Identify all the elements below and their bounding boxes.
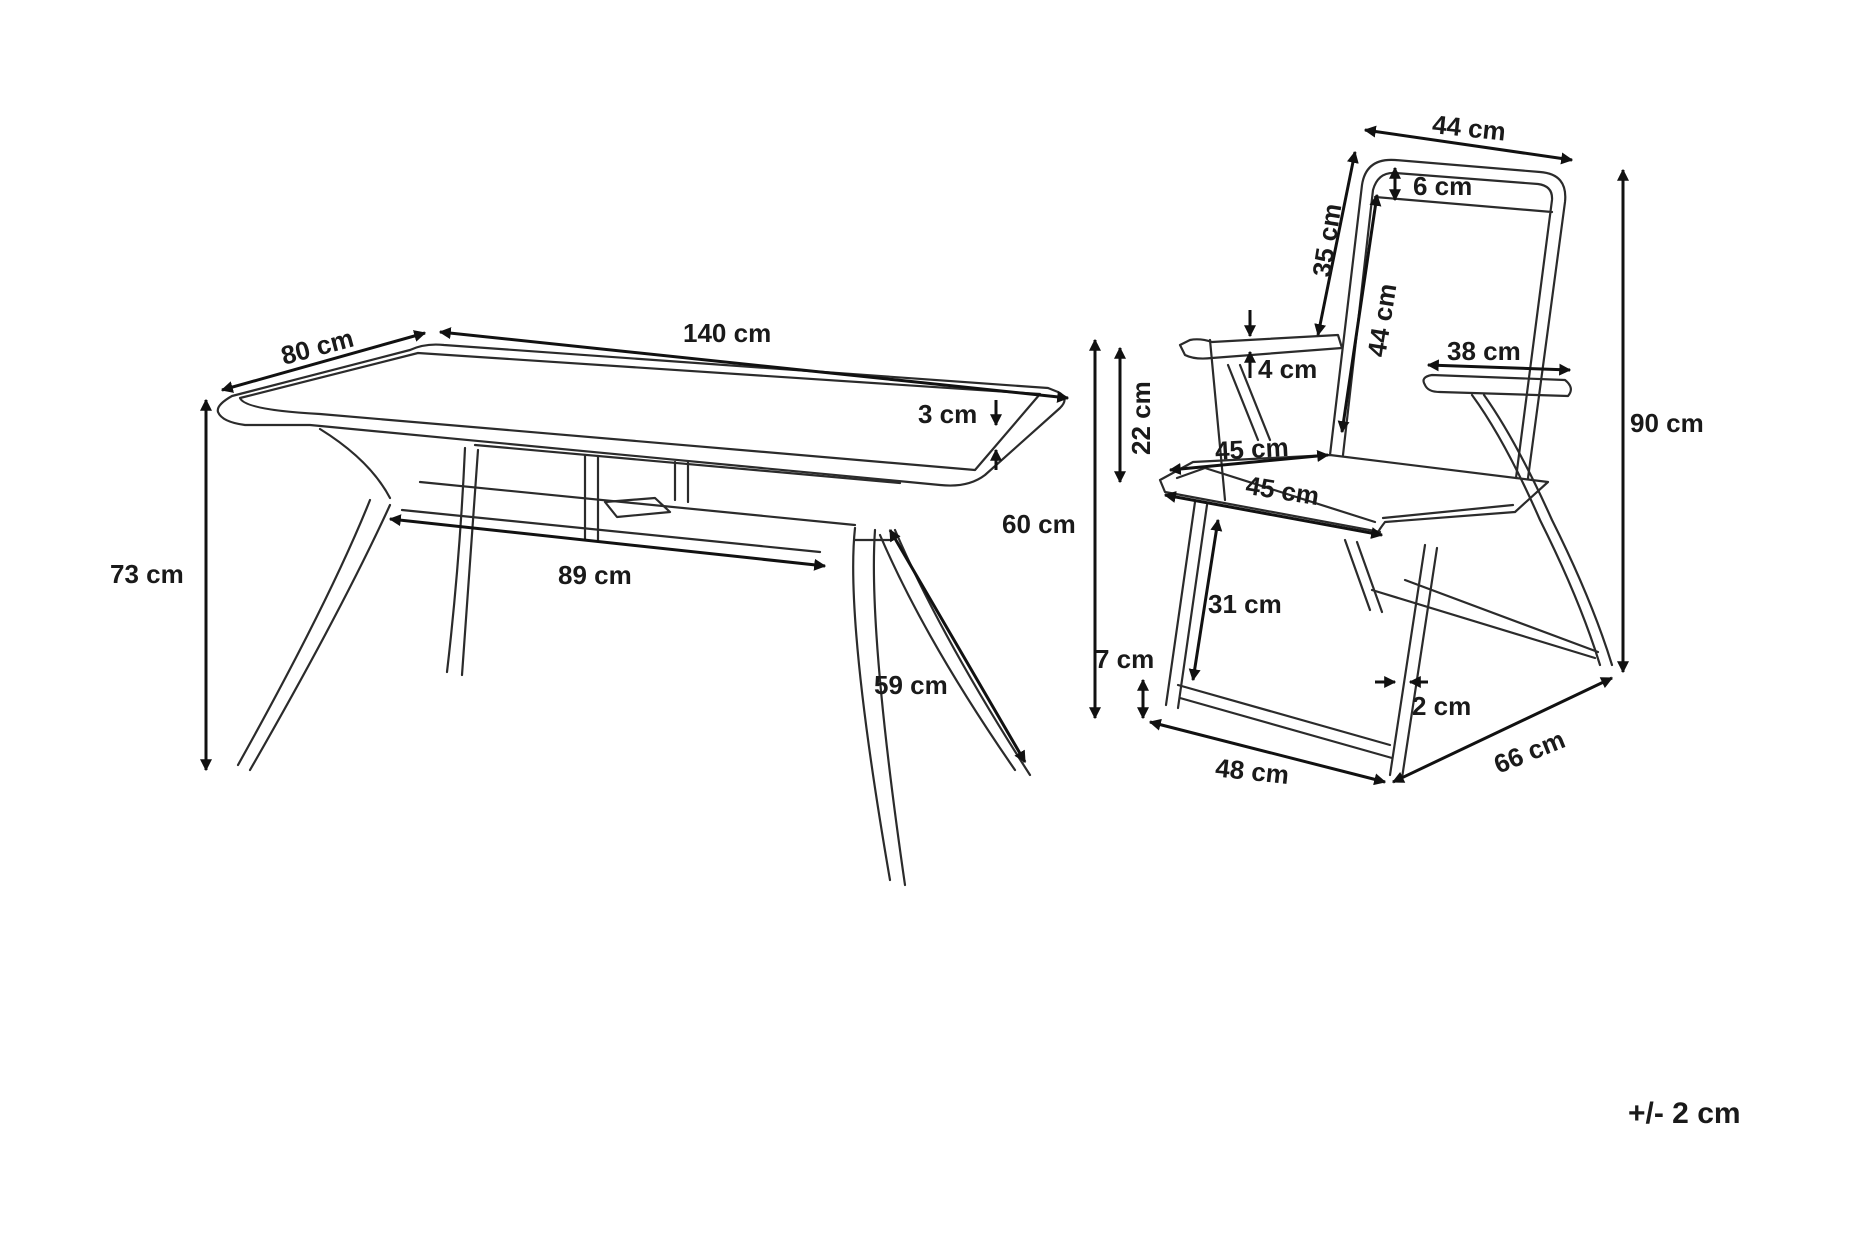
- dim-line-chair-armrest-length: [1426, 359, 1572, 376]
- label-tolerance: +/- 2 cm: [1628, 1097, 1741, 1130]
- dim-line-chair-back-width: [1363, 125, 1574, 165]
- dim-line-chair-base-depth: [1391, 676, 1614, 784]
- label-chair-base-width: 48 cm: [1214, 752, 1290, 790]
- label-table-length: 140 cm: [683, 318, 771, 348]
- chair-back-frame: [1328, 158, 1567, 480]
- dim-line-chair-seat-depth: [1168, 450, 1330, 475]
- label-table-top-thickness: 3 cm: [918, 399, 977, 429]
- chair-leg-front-left: [1164, 500, 1209, 710]
- table-top-inner: [238, 351, 1042, 472]
- label-chair-total-height: 90 cm: [1630, 408, 1704, 438]
- chair-drawing: [1089, 125, 1629, 786]
- chair-armrest-right: [1422, 373, 1572, 398]
- label-chair-tube: 2 cm: [1412, 691, 1471, 721]
- table-leg-front-right: [852, 526, 907, 887]
- label-chair-armrest-height: 22 cm: [1126, 381, 1156, 455]
- label-table-height: 73 cm: [110, 559, 184, 589]
- label-chair-seat-height: 60 cm: [1002, 509, 1076, 539]
- table-center-post: [583, 453, 690, 543]
- dim-line-table-leg: [888, 528, 1027, 764]
- dim-line-table-length: [438, 327, 1070, 403]
- table-drawing: [200, 327, 1070, 887]
- dim-line-chair-back-height: [1337, 193, 1382, 434]
- label-chair-armrest-thickness: 4 cm: [1258, 354, 1317, 384]
- label-chair-foot-bar: 7 cm: [1095, 644, 1154, 674]
- chair-seat-inner: [1175, 466, 1515, 524]
- label-chair-top-rail: 6 cm: [1413, 171, 1472, 201]
- table-leg-back-left: [445, 446, 480, 677]
- chair-leg-front-right: [1388, 543, 1439, 780]
- label-table-inner-span: 89 cm: [558, 560, 632, 590]
- dim-line-chair-seat-width: [1163, 491, 1384, 539]
- table-leg-back-right: [878, 528, 1032, 777]
- label-chair-seat-depth: 45 cm: [1214, 432, 1289, 466]
- dim-line-table-width: [220, 330, 427, 393]
- label-chair-seat-width: 45 cm: [1244, 470, 1322, 511]
- label-chair-armrest-length: 38 cm: [1447, 336, 1521, 366]
- table-frame: [318, 427, 902, 554]
- chair-back-frame-inner: [1341, 171, 1554, 480]
- dim-line-table-inner-span: [388, 514, 827, 571]
- label-chair-back-frame: 35 cm: [1306, 201, 1347, 279]
- dimension-labels: 80 cm 140 cm 3 cm 73 cm 89 cm 59 cm 44 c…: [110, 109, 1741, 1130]
- label-chair-leg-height: 31 cm: [1208, 589, 1282, 619]
- dim-line-chair-leg-height: [1188, 518, 1223, 682]
- label-chair-back-height: 44 cm: [1361, 281, 1402, 359]
- label-chair-base-depth: 66 cm: [1490, 724, 1570, 779]
- label-table-leg: 59 cm: [874, 670, 948, 700]
- dim-line-chair-back-frame: [1314, 150, 1359, 337]
- chair-leg-rear-left: [1226, 363, 1384, 614]
- chair-leg-back: [1470, 393, 1614, 667]
- chair-crossbars: [1176, 338, 1600, 760]
- table-leg-front-left: [236, 498, 392, 772]
- dim-line-chair-base-width: [1148, 718, 1387, 786]
